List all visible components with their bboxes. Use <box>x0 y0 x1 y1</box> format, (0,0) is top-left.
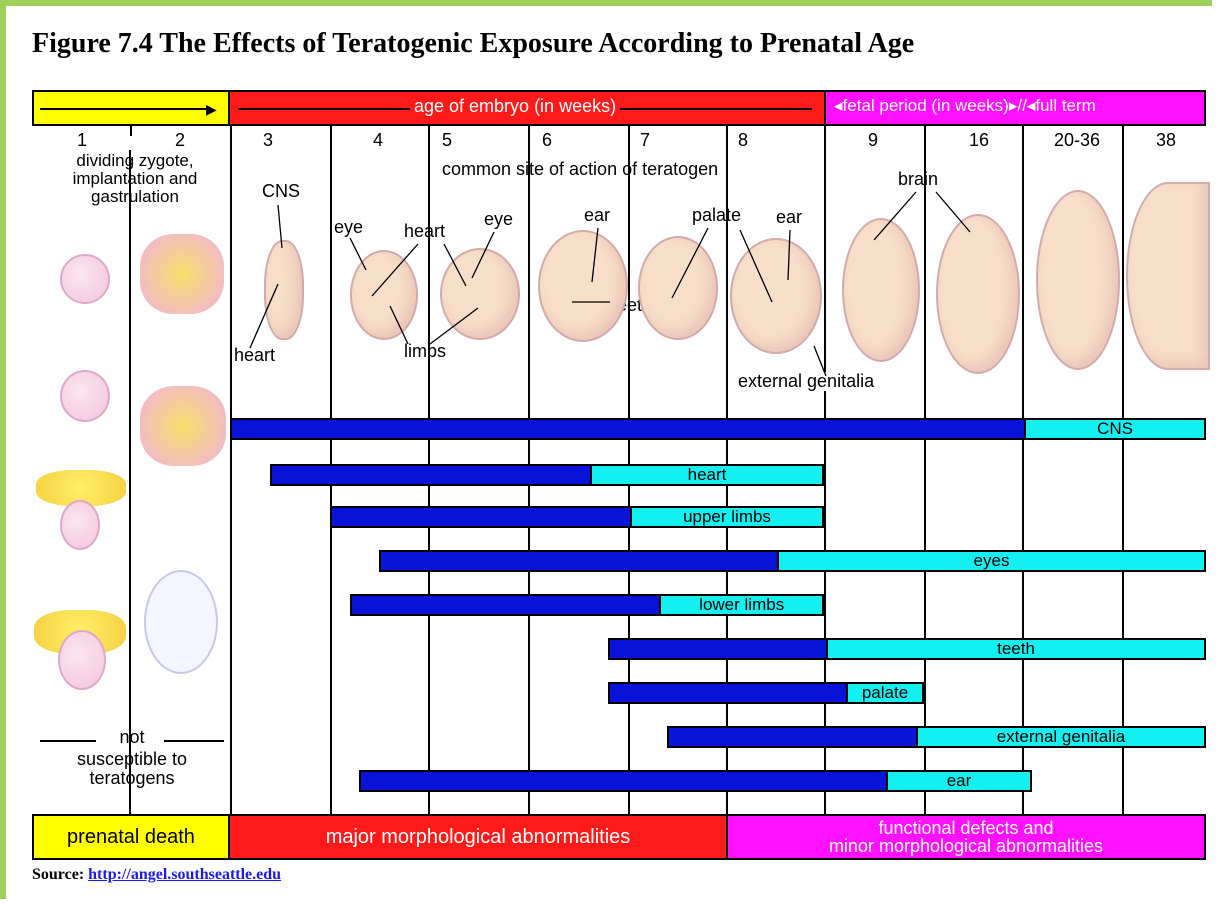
not-label: not <box>42 728 222 747</box>
bar-sensitive-segment <box>610 684 846 702</box>
sensitivity-bar: eyes <box>379 550 1206 572</box>
week-label: 38 <box>1136 130 1196 151</box>
functional-defects-line2: minor morphological abnormalities <box>829 837 1103 855</box>
functional-defects-text: functional defects and minor morphologic… <box>829 819 1103 855</box>
bar-less-sensitive-segment: eyes <box>777 552 1204 570</box>
bar-less-sensitive-segment: teeth <box>826 640 1204 658</box>
header-fetal-band: ◂fetal period (in weeks)▸//◂full term <box>826 90 1206 126</box>
grid-line-week2 <box>129 150 131 814</box>
week-label: 8 <box>708 130 778 151</box>
grid-line-week38 <box>1122 126 1124 814</box>
major-abnormalities-band: major morphological abnormalities <box>230 814 728 860</box>
bar-less-sensitive-segment: lower limbs <box>659 596 822 614</box>
teratogen-chart: ▶ age of embryo (in weeks) ◂fetal period… <box>32 90 1206 862</box>
week-label: 5 <box>412 130 482 151</box>
sensitivity-bar: CNS <box>230 418 1206 440</box>
ear-annotation: ear <box>584 206 610 225</box>
header-preembryo-band: ▶ <box>32 90 230 126</box>
week-label: 6 <box>512 130 582 151</box>
prenatal-death-band: prenatal death <box>32 814 230 860</box>
source-prefix: Source: <box>32 866 84 883</box>
week-label: 16 <box>944 130 1014 151</box>
grid-line-week16 <box>924 126 926 814</box>
week-label: 7 <box>610 130 680 151</box>
grid-line-week9 <box>824 126 826 814</box>
bar-sensitive-segment <box>610 640 826 658</box>
week-label: 2 <box>130 130 230 151</box>
cns-annotation: CNS <box>262 182 300 201</box>
fetus-week16-image <box>936 214 1020 374</box>
figure-title: Figure 7.4 The Effects of Teratogenic Ex… <box>32 28 914 60</box>
eye-annotation: eye <box>484 210 513 229</box>
bar-less-sensitive-segment: ear <box>886 772 1030 790</box>
embryo-age-label: age of embryo (in weeks) <box>410 96 620 117</box>
bar-less-sensitive-segment: external genitalia <box>916 728 1204 746</box>
common-site-label: common site of action of teratogen <box>442 160 718 179</box>
heart-annotation: heart <box>234 346 275 365</box>
bar-less-sensitive-segment: upper limbs <box>630 508 822 526</box>
week-label: 1 <box>32 130 132 151</box>
fetus-week9-image <box>842 218 920 362</box>
embryo-week3-image <box>264 240 304 340</box>
bar-sensitive-segment <box>381 552 777 570</box>
sensitivity-bar: upper limbs <box>330 506 824 528</box>
grid-line-week3 <box>230 126 232 814</box>
fetus-week20-image <box>1036 190 1120 370</box>
bar-sensitive-segment <box>669 728 916 746</box>
bar-sensitive-segment <box>352 596 660 614</box>
embryo-week4-image <box>350 250 418 340</box>
fetal-period-text: fetal period (in weeks) <box>843 96 1009 115</box>
not-arrow-right <box>164 740 224 742</box>
functional-defects-band: functional defects and minor morphologic… <box>728 814 1206 860</box>
embryo-week5-image <box>440 248 520 340</box>
sensitivity-bar: heart <box>270 464 824 486</box>
embryo-week7-image <box>638 236 718 340</box>
embryo-week8-image <box>730 238 822 354</box>
ear-annotation: ear <box>776 208 802 227</box>
functional-defects-line1: functional defects and <box>829 819 1103 837</box>
header-embryo-band: age of embryo (in weeks) <box>230 90 826 126</box>
brain-annotation: brain <box>898 170 938 189</box>
full-term-text: full term <box>1035 96 1095 115</box>
preembryo-arrow <box>40 108 212 110</box>
zygote-cell-image <box>60 254 110 304</box>
sensitivity-bar: palate <box>608 682 924 704</box>
week-label: 9 <box>838 130 908 151</box>
sensitivity-bar: teeth <box>608 638 1206 660</box>
week-label: 3 <box>228 130 308 151</box>
source-credit: Source: http://angel.southseattle.edu <box>32 866 281 884</box>
external-genitalia-annotation: external genitalia <box>738 372 874 391</box>
chorionic-sac-image <box>144 570 218 674</box>
limbs-annotation: limbs <box>404 342 446 361</box>
bar-sensitive-segment <box>361 772 886 790</box>
bar-sensitive-segment <box>232 420 1024 438</box>
bilaminar-disc-image <box>140 386 226 466</box>
embryo-week6-image <box>538 230 628 342</box>
blastocyst-image <box>60 500 100 550</box>
not-arrow-left <box>40 740 96 742</box>
sensitivity-bar: external genitalia <box>667 726 1206 748</box>
implantation-week2-image <box>140 234 224 314</box>
bar-less-sensitive-segment: heart <box>590 466 822 484</box>
palate-annotation: palate <box>692 206 741 225</box>
sensitivity-bar: ear <box>359 770 1032 792</box>
bar-sensitive-segment <box>332 508 630 526</box>
arrowhead-right-icon: ▶ <box>206 101 217 118</box>
fetus-week38-image <box>1126 182 1210 370</box>
gastrula-cell-image <box>58 630 106 690</box>
fetal-period-label: ◂fetal period (in weeks)▸//◂full term <box>834 96 1096 116</box>
susceptible-label: susceptible to teratogens <box>42 750 222 788</box>
grid-line-week20 <box>1022 126 1024 814</box>
zygote-annotation: dividing zygote, implantation and gastru… <box>40 152 230 206</box>
source-link[interactable]: http://angel.southseattle.edu <box>88 866 281 883</box>
morula-image <box>60 370 110 422</box>
bar-less-sensitive-segment: CNS <box>1024 420 1204 438</box>
week-label: 20-36 <box>1032 130 1122 151</box>
sensitivity-bar: lower limbs <box>350 594 824 616</box>
eye-annotation: eye <box>334 218 363 237</box>
heart-annotation: heart <box>404 222 445 241</box>
bar-sensitive-segment <box>272 466 590 484</box>
bar-less-sensitive-segment: palate <box>846 684 922 702</box>
